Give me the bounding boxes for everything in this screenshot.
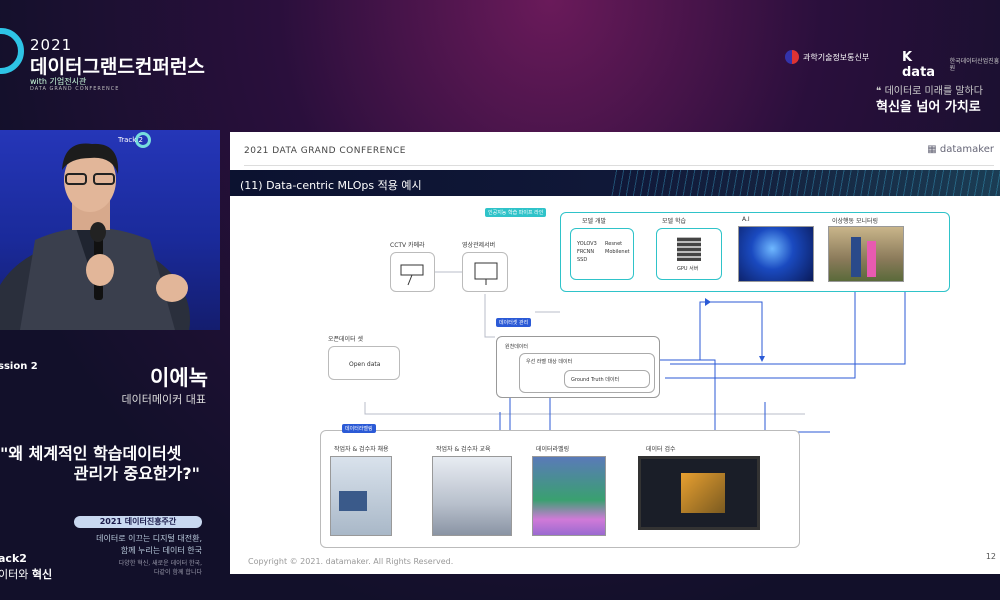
speaker-figure-icon — [0, 143, 190, 330]
cctv-box — [390, 252, 435, 292]
slogan-line1: ❝ 데이터로 미래를 말하다 — [876, 86, 983, 97]
gpu-label: GPU 서버 — [677, 266, 699, 272]
gpu-server-icon — [677, 237, 701, 261]
ground-truth-label: Ground Truth 데이터 — [571, 377, 620, 383]
open-data-box: Open data — [328, 346, 400, 380]
talk-title-line2: 관리가 중요한가?" — [73, 464, 200, 483]
training-photo — [432, 456, 512, 536]
slogan-line2: 혁신을 넘어 가치로 — [876, 100, 981, 115]
model-resnet: Resnet — [605, 241, 623, 247]
stage-model-train: 모델 학습 — [662, 218, 686, 225]
ground-truth-box: Ground Truth 데이터 — [564, 370, 650, 388]
org-kdata-label: K data — [902, 50, 936, 80]
open-data-text: Open data — [349, 361, 381, 368]
model-yolo: YOLOV3 — [577, 241, 597, 247]
hire-photo — [330, 456, 392, 536]
speaker-role: 데이터메이커 대표 — [121, 393, 206, 406]
promo-line3: 다양한 혁신, 새로운 데이터 한국, — [118, 560, 202, 567]
monitoring-image — [828, 226, 904, 282]
stage-ai: A.I — [742, 216, 750, 223]
promo-pill: 2021 데이터진흥주간 — [74, 516, 202, 528]
labeling-step-train: 작업자 & 검수자 교육 — [436, 446, 491, 453]
open-dataset-label: 오픈데이터 셋 — [328, 336, 364, 343]
track-logo-icon — [135, 132, 151, 148]
conference-year: 2021 — [30, 36, 73, 54]
review-screenshot — [638, 456, 760, 530]
source-data-label: 원천데이터 — [505, 344, 529, 350]
select-data-box: 우선 라벨 대상 데이터 Ground Truth 데이터 — [519, 353, 655, 393]
model-dev-box: YOLOV3 FRCNN SSD Resnet Mobilenet — [570, 228, 634, 280]
korea-emblem-icon — [785, 50, 799, 64]
org-kdata-sub: 한국데이터산업진흥원 — [949, 58, 1000, 72]
labeling-step-review: 데이터 검수 — [646, 446, 676, 453]
session-label: ssion 2 — [0, 361, 38, 372]
presentation-slide: 2021 DATA GRAND CONFERENCE ▦ datamaker (… — [230, 132, 1000, 574]
slide-conference: 2021 DATA GRAND CONFERENCE — [244, 146, 406, 156]
promo-line2: 함께 누리는 데이터 한국 — [120, 546, 202, 555]
model-ssd: SSD — [577, 257, 588, 263]
cctv-label: CCTV 카메라 — [390, 242, 425, 249]
model-frcnn: FRCNN — [577, 249, 595, 255]
cctv-camera-icon — [400, 264, 424, 286]
stage-model-dev: 모델 개발 — [582, 218, 606, 225]
select-data-label: 우선 라벨 대상 데이터 — [526, 359, 573, 365]
server-monitor-icon — [474, 262, 498, 285]
slide-title-bar — [230, 170, 1000, 196]
promo-line1: 데이터로 이끄는 디지털 대전환, — [96, 534, 202, 543]
slide-title: (11) Data-centric MLOps 적용 예시 — [240, 179, 422, 192]
conference-subtitle-en: DATA GRAND CONFERENCE — [30, 86, 120, 92]
org-msit: 과학기술정보통신부 — [785, 50, 869, 64]
org-msit-label: 과학기술정보통신부 — [803, 52, 870, 62]
stage-monitoring: 이상행동 모니터링 — [832, 218, 879, 225]
speaker-video — [0, 130, 220, 330]
model-mobilenet: Mobilenet — [605, 249, 630, 255]
talk-title-line1: "왜 체계적인 학습데이터셋 — [0, 444, 182, 463]
track2-theme: 이터와 혁신 — [0, 568, 53, 581]
slide-divider — [244, 165, 994, 166]
labeling-step-hire: 작업자 & 검수자 채용 — [334, 446, 389, 453]
data-mgmt-tag: 데이터셋 관리 — [496, 318, 532, 327]
speaker-name: 이에녹 — [150, 366, 208, 390]
conference-logo-icon — [0, 28, 24, 74]
model-train-box: GPU 서버 — [656, 228, 722, 280]
org-kdata: K data 한국데이터산업진흥원 — [902, 50, 1000, 80]
video-server-label: 영상관제서버 — [462, 242, 496, 249]
conference-subtitle: with 기업전시관 — [30, 77, 87, 86]
data-mgmt-box: 원천데이터 우선 라벨 대상 데이터 Ground Truth 데이터 — [496, 336, 660, 398]
video-server-box — [462, 252, 508, 292]
ai-image — [738, 226, 814, 282]
track2-label: ack2 — [0, 552, 27, 565]
promo-line4: 다같이 함께 합니다 — [154, 569, 202, 576]
conference-title: 데이터그랜드컨퍼런스 — [30, 56, 205, 78]
pipeline-tag: 인공지능 학습 파이프 라인 — [485, 208, 547, 217]
labeling-photo — [532, 456, 606, 536]
slide-copyright: Copyright © 2021. datamaker. All Rights … — [248, 557, 454, 566]
labeling-step-label: 데이터라벨링 — [536, 446, 570, 453]
slide-brand: ▦ datamaker — [927, 144, 994, 155]
labeling-tag: 데이터라벨링 — [342, 424, 376, 433]
slide-page-number: 12 — [985, 552, 996, 561]
track-badge: Track 2 — [118, 136, 143, 144]
